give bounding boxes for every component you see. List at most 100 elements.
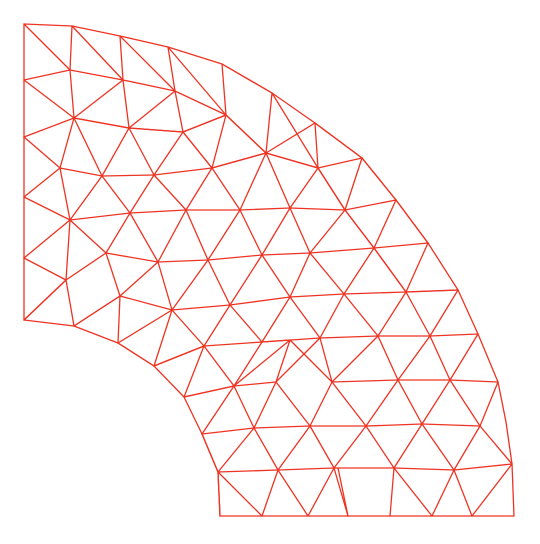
mesh-edge — [377, 291, 407, 337]
mesh-edge — [217, 471, 263, 517]
mesh-edge — [405, 289, 459, 293]
mesh-edge — [157, 209, 187, 263]
mesh-edge — [174, 90, 227, 116]
mesh-edge — [59, 167, 103, 177]
mesh-edge — [23, 136, 61, 169]
mesh-edge — [344, 199, 397, 211]
mesh-edge — [207, 259, 231, 306]
mesh-edge — [271, 92, 319, 169]
mesh-edge — [289, 207, 346, 211]
mesh-edge — [23, 23, 73, 27]
mesh-edge — [217, 427, 255, 473]
mesh-edge — [309, 425, 335, 469]
mesh-edge — [331, 381, 367, 427]
mesh-edge — [277, 467, 335, 471]
mesh-edge — [265, 152, 291, 209]
mesh-edge — [239, 152, 267, 211]
mesh-edge — [203, 345, 235, 387]
mesh-edge — [73, 79, 124, 119]
mesh-edge — [101, 175, 131, 214]
mesh-edge — [453, 469, 473, 517]
mesh-edge — [239, 209, 263, 256]
mesh-edge — [307, 467, 335, 517]
mesh-edge — [421, 423, 455, 471]
mesh-edge — [65, 252, 107, 281]
mesh-edge — [65, 279, 75, 327]
mesh-edge — [261, 207, 291, 256]
mesh-edge — [117, 342, 155, 367]
mesh-edge — [429, 335, 451, 381]
mesh-edge — [129, 212, 159, 263]
mesh-edge — [105, 212, 131, 254]
mesh-edge — [344, 157, 363, 211]
mesh-edge — [421, 423, 481, 427]
mesh-edge — [275, 381, 311, 427]
mesh-edge — [69, 219, 107, 254]
mesh-edge — [365, 423, 423, 427]
mesh-edge — [171, 309, 205, 347]
mesh-edge — [309, 209, 346, 254]
mesh-edge — [185, 167, 213, 211]
mesh-edge — [105, 252, 121, 297]
mesh-edge — [171, 259, 209, 311]
mesh-edge — [217, 469, 279, 473]
mesh-edge — [333, 425, 367, 469]
mesh-edge — [289, 293, 345, 298]
mesh-edge — [395, 199, 429, 244]
mesh-edge — [457, 289, 479, 335]
mesh-edge — [182, 114, 227, 133]
mesh-edge — [479, 381, 499, 427]
mesh-edge — [373, 247, 407, 293]
mesh-edge — [233, 385, 255, 429]
mesh-edge — [337, 467, 349, 517]
mesh-edge — [69, 25, 73, 71]
mesh-edge — [117, 309, 173, 344]
mesh-edge — [153, 309, 173, 367]
mesh-edge — [253, 427, 279, 471]
mesh-edge — [253, 425, 311, 429]
mesh-edge — [129, 174, 155, 214]
mesh-edge — [207, 209, 241, 261]
mesh-edge — [73, 295, 121, 327]
mesh-edge — [393, 423, 423, 469]
mesh-edge — [319, 335, 379, 339]
mesh-edge — [421, 379, 451, 425]
mesh-edge — [393, 467, 433, 517]
mesh-edge — [319, 337, 333, 383]
mesh-edge — [217, 471, 221, 517]
mesh-edge — [317, 167, 346, 211]
mesh-edge — [201, 433, 219, 473]
mesh-edge — [23, 279, 67, 321]
mesh-edge — [73, 325, 119, 344]
mesh-edge — [229, 304, 263, 343]
mesh-edge — [477, 333, 499, 383]
mesh-edge — [211, 152, 267, 169]
mesh-edge — [153, 131, 184, 176]
mesh-edge — [453, 463, 513, 471]
mesh-edge — [449, 379, 481, 427]
mesh-edge — [221, 63, 227, 116]
mesh-edge — [449, 333, 479, 381]
mesh-edge — [69, 212, 131, 221]
mesh-edge — [277, 425, 311, 471]
mesh-edge — [261, 252, 311, 256]
mesh-edge — [365, 379, 399, 427]
mesh-edge — [397, 335, 431, 381]
mesh-edge — [101, 174, 155, 177]
mesh-edge — [365, 425, 395, 469]
mesh-edge — [59, 117, 75, 169]
mesh-edge — [225, 114, 267, 154]
mesh-edge — [233, 341, 263, 387]
mesh-edge — [153, 174, 187, 211]
mesh-edge — [431, 469, 455, 517]
mesh-edge — [261, 339, 291, 343]
mesh-edge — [183, 396, 203, 435]
mesh-edge — [277, 469, 309, 517]
mesh-edge — [253, 381, 277, 429]
mesh-edge — [261, 254, 291, 298]
mesh-edge — [73, 117, 130, 129]
mesh-edge — [289, 252, 311, 298]
mesh-edge — [117, 295, 121, 344]
mesh-edge — [105, 252, 159, 263]
mesh-edge — [211, 167, 241, 211]
